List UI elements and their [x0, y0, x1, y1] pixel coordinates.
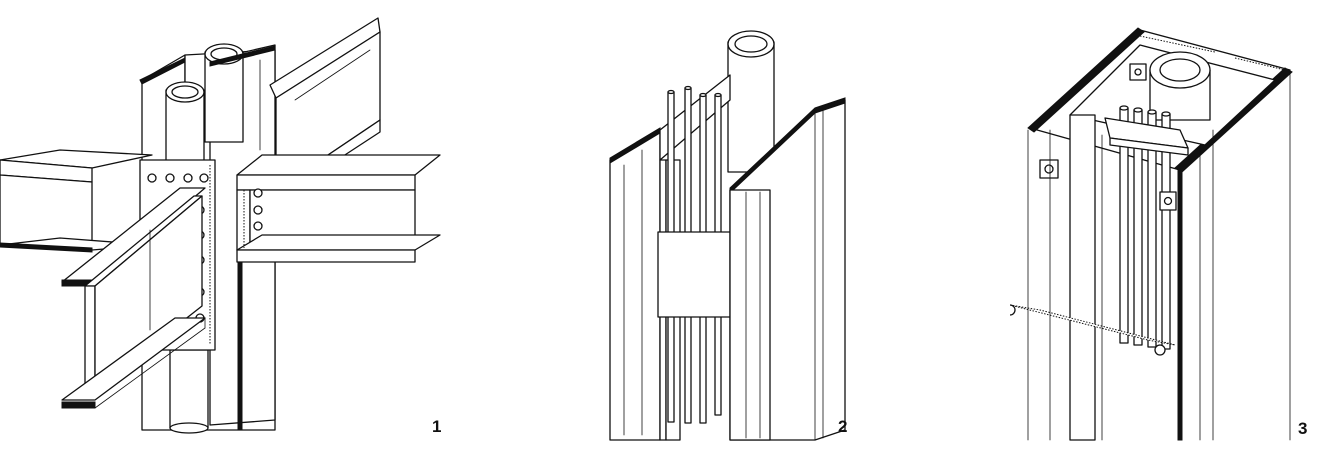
figure-number-2: 2	[838, 417, 848, 436]
figure-number-1: 1	[432, 417, 442, 436]
detail-1-drawing	[0, 17, 441, 434]
figure-number-3: 3	[1298, 419, 1308, 438]
detail-3-drawing	[1010, 27, 1293, 441]
detail-3-panel: 3	[1010, 0, 1319, 472]
detail-2-panel: 2	[590, 0, 860, 472]
detail-2-drawing	[609, 30, 846, 441]
detail-1-panel: 1	[0, 0, 460, 472]
